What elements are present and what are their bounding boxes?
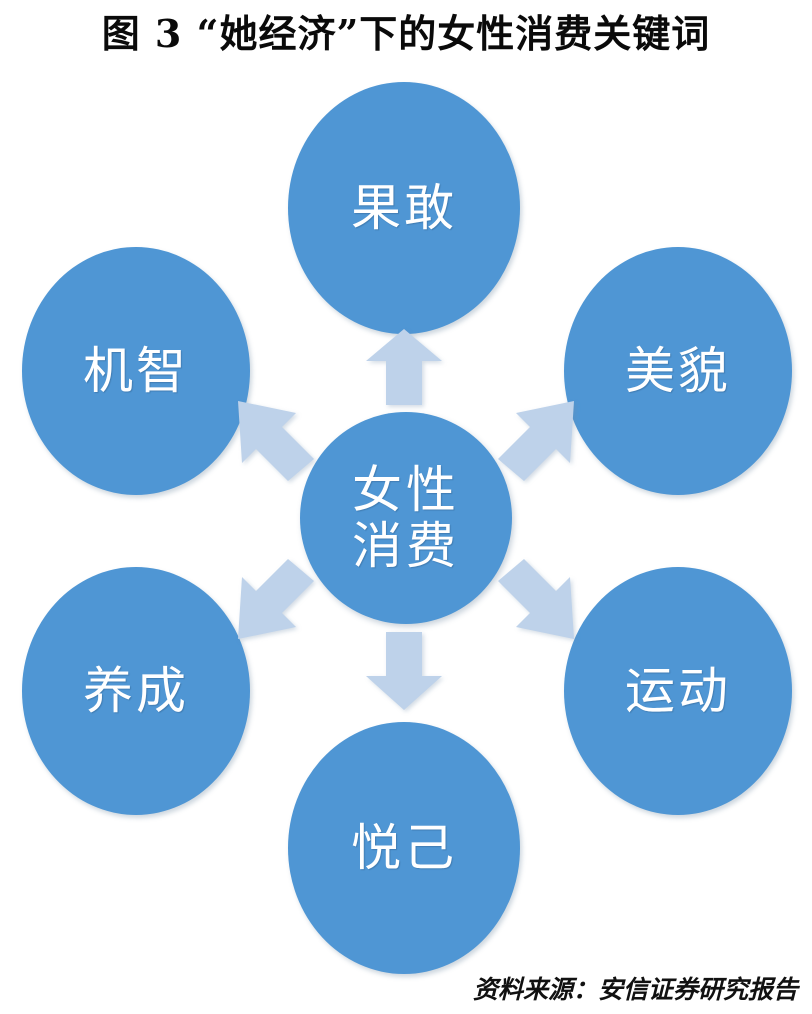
source-note: 资料来源：安信证券研究报告	[472, 975, 798, 1004]
node-bubble-lower-left[interactable]: 养成	[22, 567, 250, 815]
arrow-up-icon	[364, 327, 444, 407]
node-label-lower-right: 运动	[625, 662, 731, 720]
node-label-upper-left: 机智	[83, 342, 189, 400]
node-bubble-top[interactable]: 果敢	[288, 82, 520, 334]
arrow-down-right-icon	[498, 559, 580, 643]
page-title: 图 3 “她经济”下的女性消费关键词	[101, 11, 711, 56]
arrow-down-left-icon	[232, 559, 314, 643]
node-label-bottom: 悦己	[351, 819, 457, 877]
node-label-upper-right: 美貌	[625, 342, 731, 400]
arrow-up-right-icon	[498, 397, 580, 481]
node-bubble-lower-right[interactable]: 运动	[564, 567, 792, 815]
node-bubble-bottom[interactable]: 悦己	[288, 722, 520, 974]
arrow-up-left-icon	[232, 397, 314, 481]
center-hub-bubble[interactable]: 女性 消费	[300, 412, 512, 624]
keyword-diagram: 果敢 机智 美貌 养成 运动 悦己 女性 消费	[0, 72, 812, 974]
arrow-down-icon	[364, 630, 444, 712]
node-bubble-upper-left[interactable]: 机智	[22, 247, 250, 495]
node-label-lower-left: 养成	[83, 662, 189, 720]
node-bubble-upper-right[interactable]: 美貌	[564, 247, 792, 495]
center-hub-label: 女性 消费	[352, 461, 460, 575]
node-label-top: 果敢	[351, 179, 457, 237]
